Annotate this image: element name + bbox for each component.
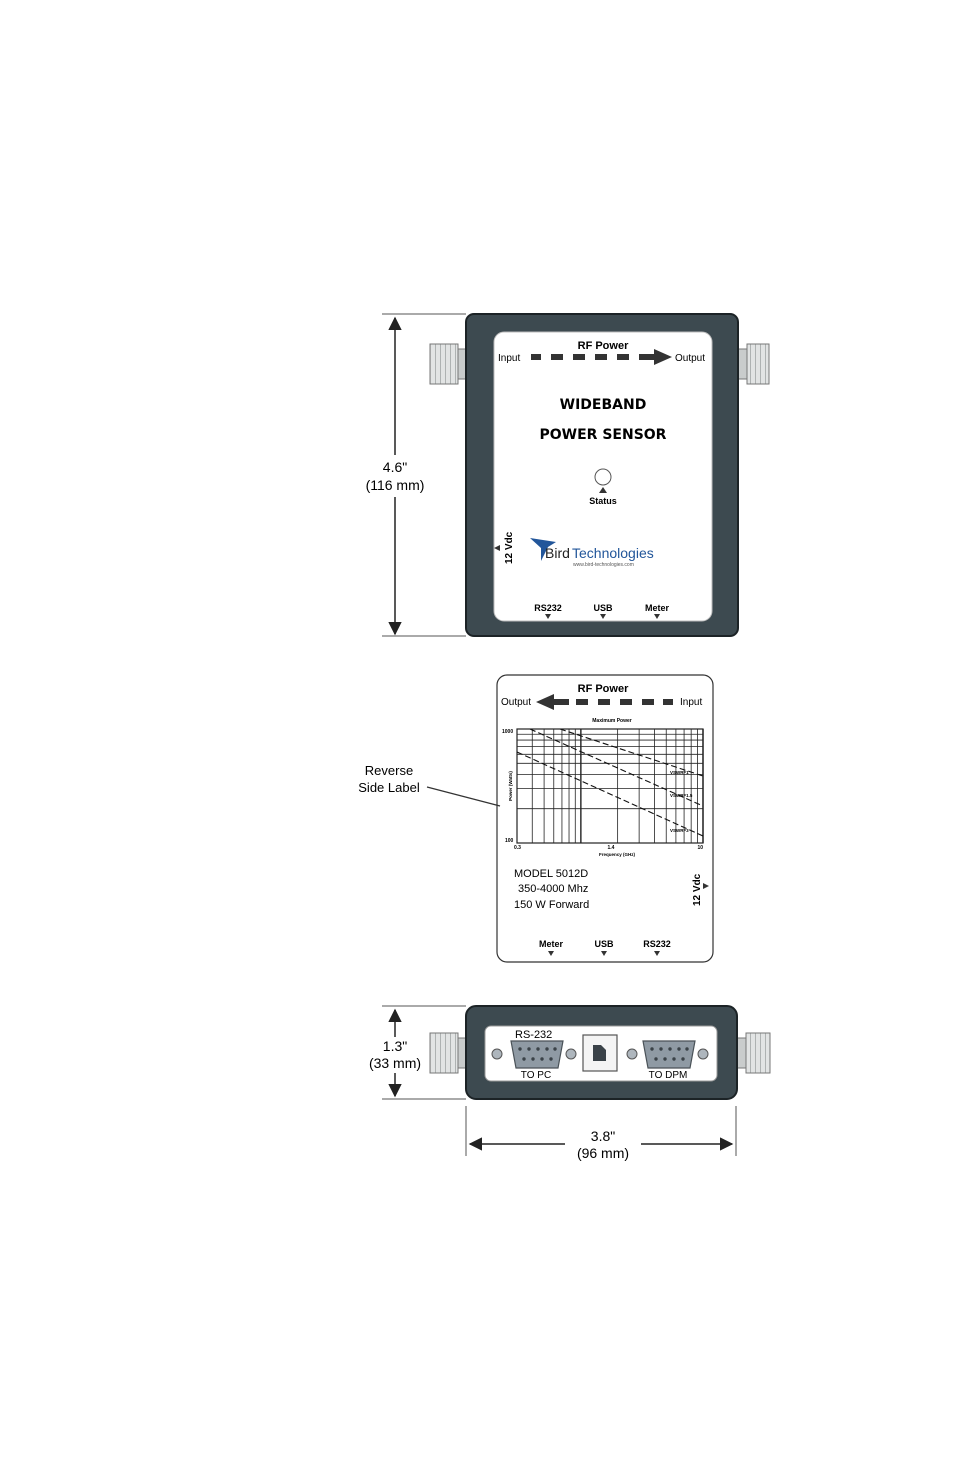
- end-right-connector: [735, 1032, 771, 1074]
- port-usb-label: USB: [593, 603, 613, 613]
- bird-logo: Bird Technologies www.bird-technologies.…: [530, 538, 654, 568]
- status-label: Status: [589, 496, 617, 506]
- chart-curve-label-vswr3: VSWR=3: [670, 828, 689, 833]
- brand-technologies: Technologies: [572, 545, 654, 561]
- rs232-label: RS-232: [515, 1029, 552, 1041]
- chart-curve-vswr1: [559, 729, 703, 777]
- left-n-connector: [429, 343, 469, 385]
- top-view: 4.6" (116 mm) RF Power Input Output WID: [352, 313, 770, 637]
- to-dpm-db9-port: [626, 1040, 709, 1069]
- usb-b-port: [582, 1034, 618, 1072]
- output-label: Output: [675, 353, 705, 364]
- to-pc-db9-port: [491, 1040, 577, 1069]
- bird-logo-icon: [530, 538, 556, 561]
- chart-x-right: 10: [697, 845, 703, 851]
- chart-y-axis-label: Power (Watts): [508, 771, 513, 801]
- reverse-callout-line1: Reverse: [365, 763, 413, 778]
- reverse-dc-label: 12 Vdc: [692, 873, 703, 906]
- reverse-rf-power-label: RF Power: [578, 683, 629, 695]
- forward-power-label: 150 W Forward: [514, 899, 589, 911]
- reverse-port-rs232-label: RS232: [643, 939, 671, 949]
- chart-title: Maximum Power: [592, 718, 632, 724]
- chart-y-bottom: 100: [505, 838, 514, 844]
- end-height-dim-inches: 1.3": [383, 1038, 407, 1054]
- frequency-range-label: 350-4000 Mhz: [518, 883, 588, 895]
- product-title-line1: WIDEBAND: [560, 397, 647, 413]
- reverse-port-usb-label: USB: [594, 939, 614, 949]
- chart-x-mid: 1.4: [608, 845, 615, 851]
- rf-direction-arrow: [531, 349, 672, 365]
- width-dim-inches: 3.8": [591, 1128, 615, 1144]
- reverse-rf-direction-arrow: [536, 694, 673, 710]
- reverse-callout-leader: [426, 786, 501, 807]
- product-title-line2: POWER SENSOR: [540, 427, 667, 443]
- reverse-port-meter-label: Meter: [539, 939, 564, 949]
- chart-curve-label-vswr15: VSWR=1.5: [670, 793, 693, 798]
- dc-power-label: 12 Vdc: [504, 531, 515, 564]
- chart-curve-vswr3: [517, 751, 703, 837]
- chart-y-top: 1000: [502, 729, 513, 735]
- status-led: [594, 468, 612, 486]
- brand-bird: Bird: [545, 545, 570, 561]
- to-dpm-label: TO DPM: [649, 1070, 688, 1081]
- reverse-input-label: Input: [680, 697, 702, 708]
- height-dim-mm: (116 mm): [366, 477, 425, 493]
- max-power-chart: Maximum Power VSWR=1 VSWR=1.5 VSWR=3 100…: [502, 718, 704, 857]
- port-meter-label: Meter: [645, 603, 670, 613]
- to-pc-label: TO PC: [521, 1070, 551, 1081]
- chart-curve-label-vswr1: VSWR=1: [670, 770, 689, 775]
- brand-url: www.bird-technologies.com: [573, 562, 634, 568]
- reverse-callout-line2: Side Label: [358, 780, 420, 795]
- input-label: Input: [498, 353, 520, 364]
- height-dim-inches: 4.6": [383, 459, 407, 475]
- rf-power-label: RF Power: [578, 340, 629, 352]
- chart-x-left: 0.3: [514, 845, 521, 851]
- reverse-view: Reverse Side Label RF Power Output Input…: [358, 674, 714, 963]
- width-dim-mm: (96 mm): [577, 1145, 629, 1161]
- reverse-output-label: Output: [501, 697, 531, 708]
- chart-x-axis-label: Frequency (GHz): [599, 852, 636, 857]
- end-height-dim-mm: (33 mm): [369, 1055, 421, 1071]
- chart-curve-vswr15: [529, 729, 703, 807]
- port-rs232-label: RS232: [534, 603, 562, 613]
- end-view: 1.3" (33 mm) RS-232 TO PC: [360, 1005, 771, 1162]
- right-n-connector: [736, 343, 770, 385]
- end-left-connector: [429, 1032, 469, 1074]
- model-label: MODEL 5012D: [514, 868, 588, 880]
